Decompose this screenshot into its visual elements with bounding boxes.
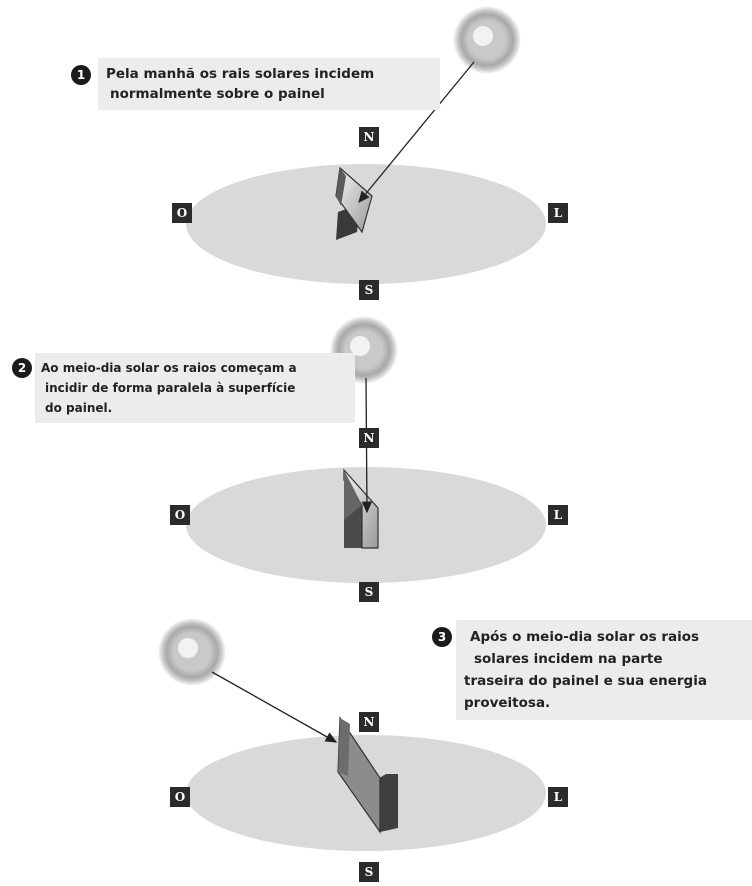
solar-panel-1 bbox=[335, 166, 373, 240]
sun-icon-1 bbox=[453, 6, 521, 74]
step-2-note: Ao meio-dia solar os raios começam a inc… bbox=[35, 353, 355, 423]
step-3-number-badge: 3 bbox=[432, 627, 452, 647]
step-2-line-2: incidir de forma paralela à superfície bbox=[45, 381, 296, 395]
step-1-note: Pela manhã os rais solares incidem norma… bbox=[98, 58, 440, 110]
east-label-1: L bbox=[548, 203, 568, 223]
west-label-2: O bbox=[170, 505, 190, 525]
step-3-note: Após o meio-dia solar os raios solares i… bbox=[456, 620, 752, 720]
north-label-2: N bbox=[359, 428, 379, 448]
step-3-line-2: solares incidem na parte bbox=[474, 651, 663, 667]
step-2-line-1: Ao meio-dia solar os raios começam a bbox=[41, 361, 297, 375]
east-label-3: L bbox=[548, 787, 568, 807]
west-label-3: O bbox=[170, 787, 190, 807]
step-3-line-3: traseira do painel e sua energia bbox=[464, 673, 707, 689]
step-2-line-3: do painel. bbox=[45, 401, 113, 415]
step-3-line-4: proveitosa. bbox=[464, 695, 551, 711]
sun-icon-3 bbox=[158, 618, 226, 686]
step-3-line-1: Após o meio-dia solar os raios bbox=[470, 629, 700, 645]
west-label-1: O bbox=[172, 203, 192, 223]
step-2-number-badge: 2 bbox=[12, 358, 32, 378]
sun-ray-3 bbox=[211, 671, 338, 743]
south-label-1: S bbox=[359, 280, 379, 300]
ground-plane-1 bbox=[186, 164, 546, 284]
solar-panel-2 bbox=[343, 468, 379, 549]
north-label-1: N bbox=[359, 127, 379, 147]
south-label-3: S bbox=[359, 862, 379, 882]
step-1-line-2: normalmente sobre o painel bbox=[110, 86, 325, 102]
step-1-number-badge: 1 bbox=[71, 65, 91, 85]
south-label-2: S bbox=[359, 582, 379, 602]
sun-ray-1 bbox=[358, 61, 475, 204]
north-label-3: N bbox=[359, 712, 379, 732]
solar-panel-3 bbox=[337, 716, 398, 834]
east-label-2: L bbox=[548, 505, 568, 525]
step-1-line-1: Pela manhã os rais solares incidem bbox=[106, 66, 375, 82]
